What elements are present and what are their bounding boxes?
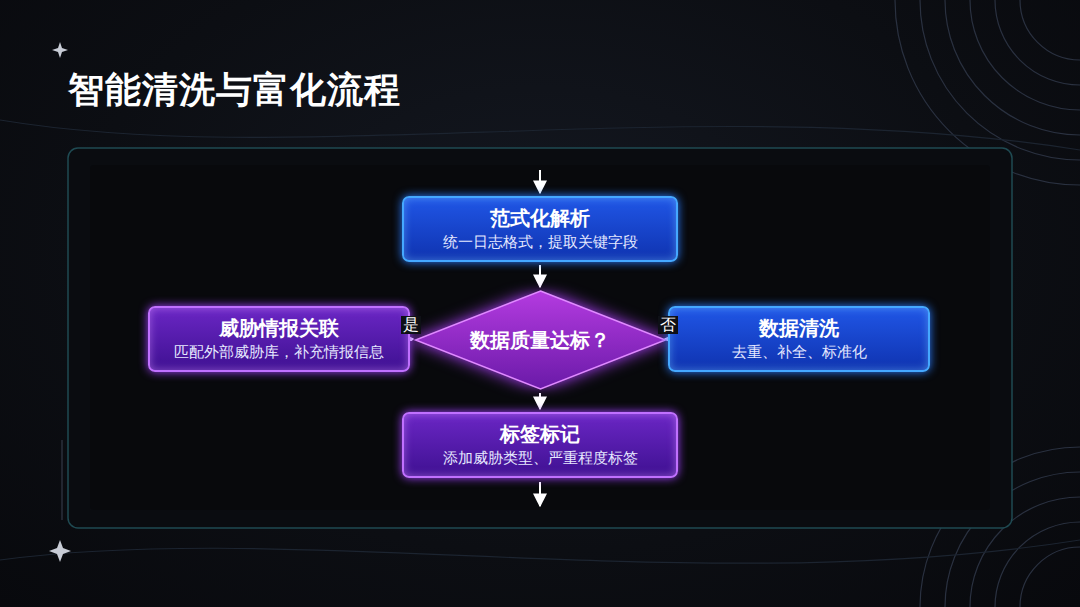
flow-arrow	[539, 393, 541, 409]
node-heading: 标签标记	[500, 421, 580, 447]
edge-label: 是	[401, 316, 421, 334]
decision-diamond: 数据质量达标？	[413, 290, 668, 390]
node-heading: 数据质量达标？	[470, 327, 610, 353]
diagram-title: 智能清洗与富化流程	[68, 66, 401, 115]
exit-arrow	[539, 482, 541, 506]
edge-label: 否	[658, 316, 678, 334]
node-body: 统一日志格式，提取关键字段	[443, 231, 638, 253]
process-box: 数据清洗去重、补全、标准化	[668, 306, 930, 372]
node-heading: 威胁情报关联	[219, 315, 339, 341]
process-box: 标签标记添加威胁类型、严重程度标签	[402, 412, 678, 478]
node-body: 匹配外部威胁库，补充情报信息	[174, 341, 384, 363]
panel	[68, 148, 1012, 528]
node-body: 添加威胁类型、严重程度标签	[443, 447, 638, 469]
process-box: 威胁情报关联匹配外部威胁库，补充情报信息	[148, 306, 410, 372]
panel-inner	[90, 165, 990, 510]
node-body: 去重、补全、标准化	[732, 341, 867, 363]
node-heading: 范式化解析	[490, 205, 590, 231]
flow-arrow	[539, 265, 541, 287]
process-box: 范式化解析统一日志格式，提取关键字段	[402, 196, 678, 262]
entry-arrow	[539, 170, 541, 193]
flow-arrow	[410, 339, 414, 340]
deco-line	[62, 440, 63, 520]
node-heading: 数据清洗	[759, 315, 839, 341]
